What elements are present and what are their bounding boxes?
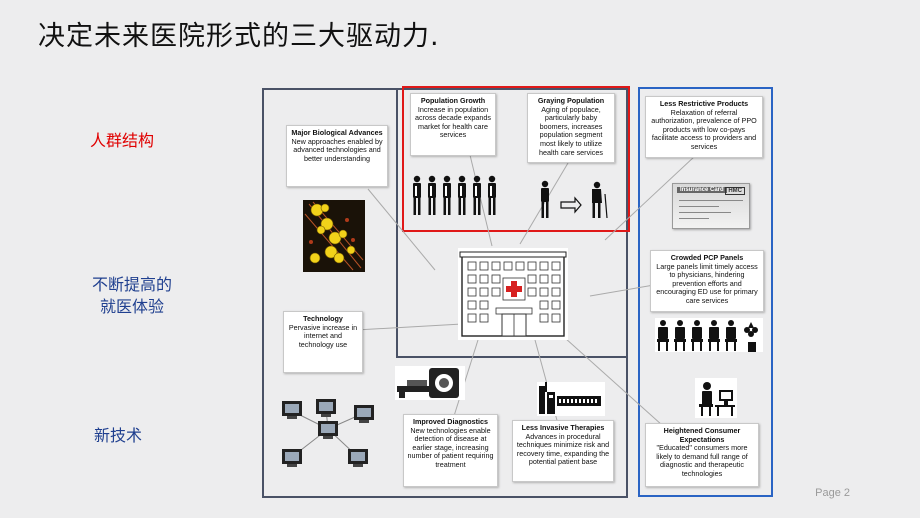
surgical-equipment-image	[537, 382, 605, 416]
frame-population-red	[402, 86, 630, 232]
insurance-card-code: HMC	[725, 187, 745, 195]
computer-user-image	[695, 378, 737, 418]
callout-body: Aging of populace, particularly baby boo…	[539, 104, 603, 157]
callout-less-invasive-therapies: Less Invasive Therapies Advances in proc…	[512, 420, 614, 482]
callout-crowded-pcp-panels: Crowded PCP Panels Large panels limit ti…	[650, 250, 764, 312]
callout-title: Graying Population	[537, 96, 605, 105]
page-number: Page 2	[815, 487, 850, 499]
callout-title: Less Invasive Therapies	[521, 423, 605, 432]
callout-biological-advances: Major Biological Advances New approaches…	[286, 125, 388, 187]
callout-body: New technologies enable detection of dis…	[407, 425, 494, 469]
frame-consumer-blue	[638, 87, 773, 497]
callout-graying-population: Graying Population Aging of populace, pa…	[527, 93, 615, 163]
slide-title: 决定未来医院形式的三大驱动力.	[38, 21, 440, 52]
callout-title: Major Biological Advances	[291, 128, 383, 137]
side-label-technology: 新技术	[48, 425, 188, 447]
callout-title: Improved Diagnostics	[412, 417, 489, 426]
waiting-patients-image	[655, 318, 763, 352]
callout-body: Relaxation of referral authorization, pr…	[651, 107, 757, 151]
side-label-care-line1: 不断提高的	[91, 275, 172, 294]
side-label-population-text: 人群结构	[89, 131, 154, 150]
side-label-care-experience: 不断提高的 就医体验	[62, 274, 202, 318]
callout-body: Large panels limit timely access to phys…	[656, 261, 758, 305]
frame-technology-dark	[262, 88, 628, 498]
dna-helix-image	[303, 200, 365, 272]
callout-body: "Educated" consumers more likely to dema…	[656, 443, 748, 478]
population-people-image	[413, 175, 496, 215]
aging-figures-image	[541, 180, 608, 219]
callout-technology: Technology Pervasive increase in interne…	[283, 311, 363, 373]
callout-title: Heightened Consumer Expectations	[663, 426, 741, 444]
callout-body: New approaches enabled by advanced techn…	[291, 136, 383, 163]
callout-improved-diagnostics: Improved Diagnostics New technologies en…	[403, 414, 498, 487]
callout-heightened-consumer-expectations: Heightened Consumer Expectations "Educat…	[645, 423, 759, 487]
callout-title: Technology	[303, 314, 343, 323]
computer-network-image	[282, 399, 374, 467]
callout-title: Population Growth	[420, 96, 486, 105]
side-label-technology-text: 新技术	[93, 426, 142, 445]
insurance-card-label: Insurance Card	[677, 187, 727, 193]
ct-scanner-image	[395, 366, 465, 400]
callout-less-restrictive-products: Less Restrictive Products Relaxation of …	[645, 96, 763, 158]
hospital-building-image	[458, 248, 568, 340]
callout-population-growth: Population Growth Increase in population…	[410, 93, 496, 156]
callout-body: Advances in procedural techniques minimi…	[516, 431, 610, 467]
insurance-card-image: Insurance Card HMC	[672, 183, 750, 229]
side-label-care-line2: 就医体验	[99, 297, 164, 316]
callout-title: Crowded PCP Panels	[670, 253, 744, 262]
callout-body: Pervasive increase in internet and techn…	[288, 322, 358, 349]
side-label-population: 人群结构	[52, 130, 192, 152]
callout-body: Increase in population across decade exp…	[415, 104, 491, 140]
callout-title: Less Restrictive Products	[659, 99, 749, 108]
